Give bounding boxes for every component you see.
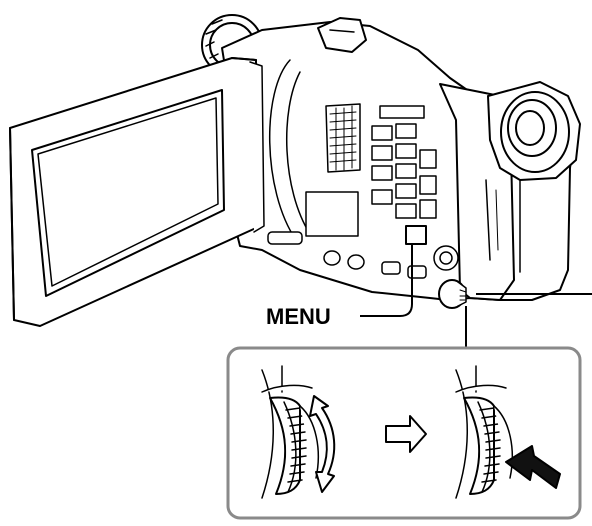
press-arrow-icon bbox=[505, 445, 561, 489]
jog-dial bbox=[438, 279, 467, 309]
speaker-grille bbox=[325, 103, 361, 173]
lower-controls bbox=[267, 191, 459, 279]
camcorder-illustration bbox=[9, 14, 581, 327]
top-handle bbox=[317, 17, 367, 53]
right-arrow-icon bbox=[385, 415, 427, 453]
curved-double-arrow-icon bbox=[309, 395, 336, 493]
menu-button bbox=[405, 225, 427, 245]
control-buttons bbox=[371, 105, 437, 219]
lcd-panel bbox=[9, 57, 257, 327]
viewfinder bbox=[487, 81, 581, 181]
menu-label: MENU bbox=[266, 304, 331, 329]
menu-leader-line bbox=[360, 244, 413, 317]
dial-rotate-illustration bbox=[261, 365, 319, 499]
callout-lines bbox=[360, 244, 592, 348]
